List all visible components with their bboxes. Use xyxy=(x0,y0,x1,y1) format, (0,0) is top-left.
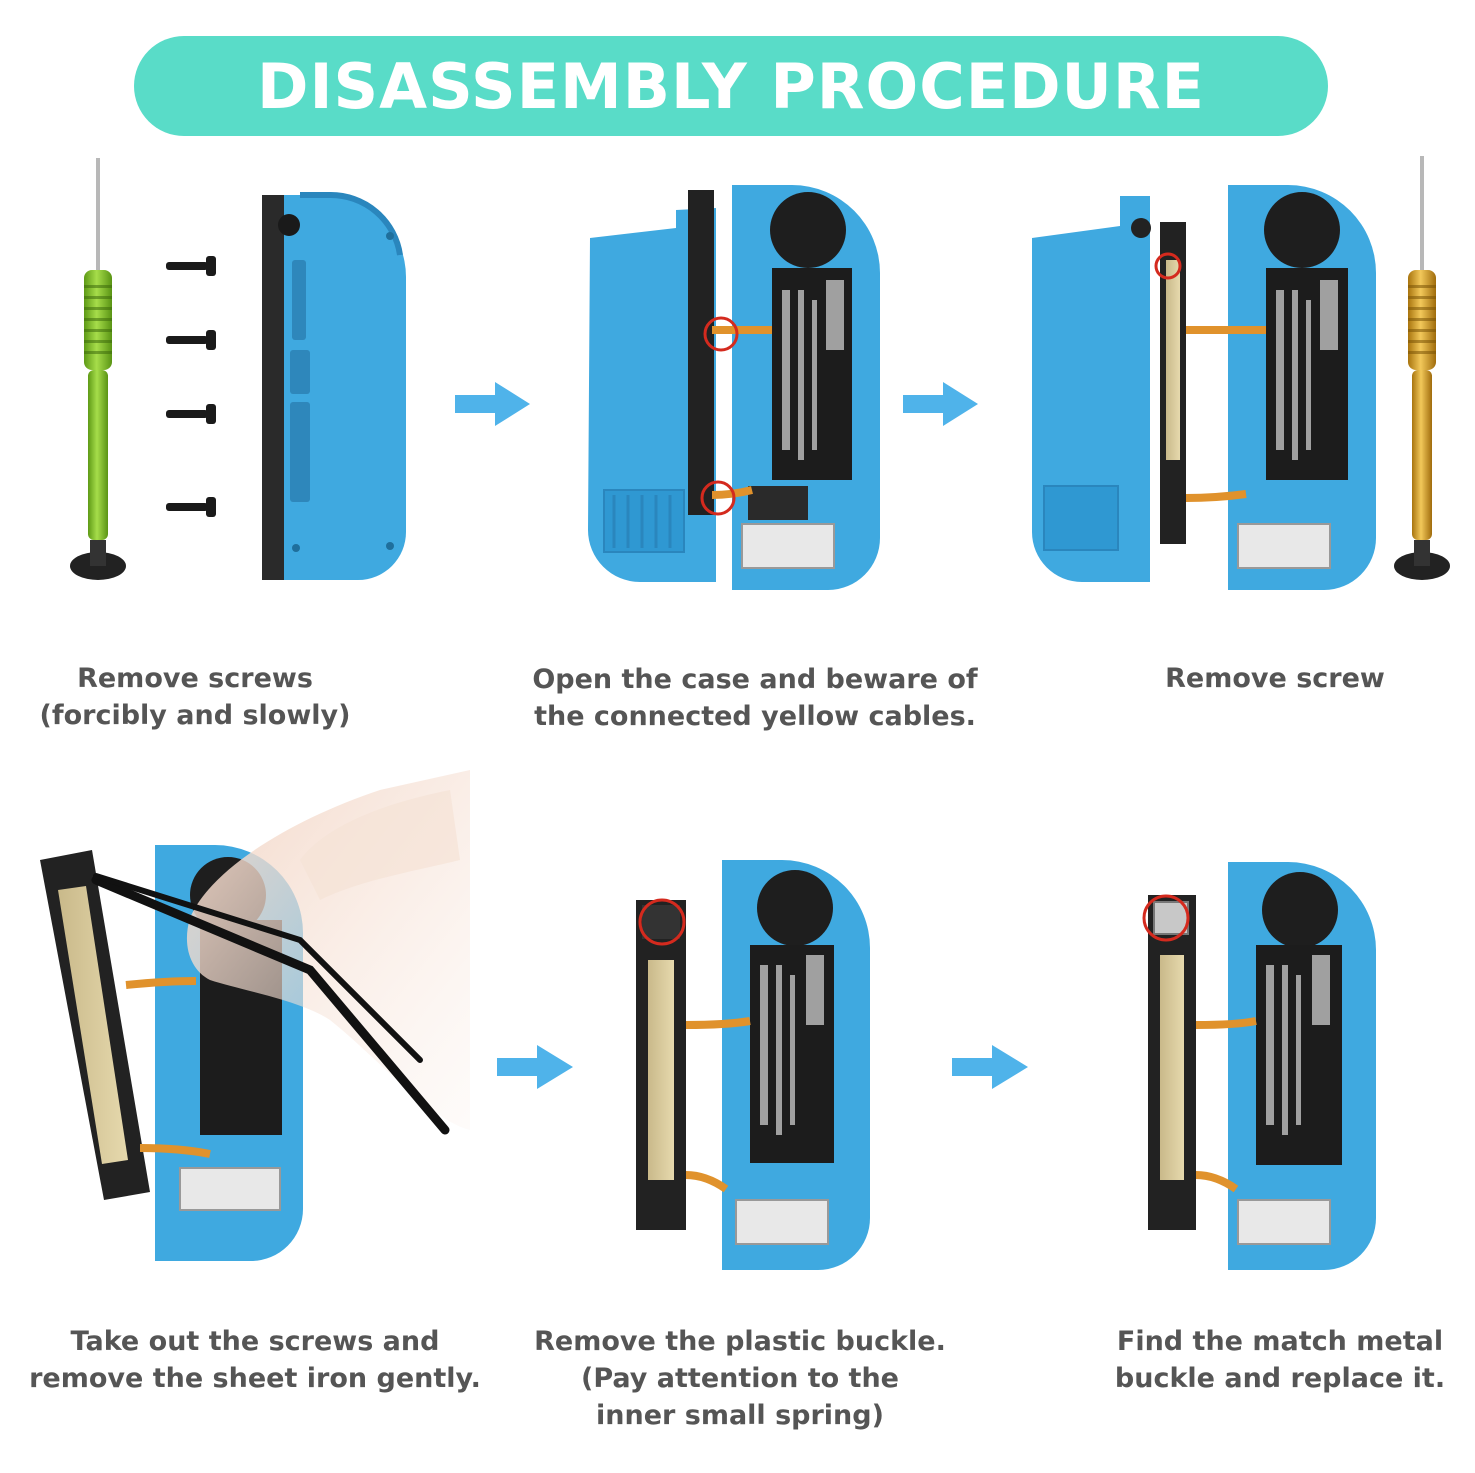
caption-line: Remove the plastic buckle. xyxy=(534,1326,946,1357)
step6-illustration xyxy=(1142,862,1376,1270)
screwdriver-green-icon xyxy=(70,158,126,580)
step5-caption: Remove the plastic buckle. (Pay attentio… xyxy=(520,1323,960,1434)
step2-illustration xyxy=(588,185,880,590)
caption-line: buckle and replace it. xyxy=(1114,1363,1446,1394)
step1-caption: Remove screws (forcibly and slowly) xyxy=(20,660,370,734)
caption-line: Find the match metal xyxy=(1116,1326,1444,1357)
step2-caption: Open the case and beware of the connecte… xyxy=(520,661,990,735)
screw-icon xyxy=(166,256,216,517)
tweezers-icon xyxy=(91,873,450,1135)
joycon-back-icon xyxy=(262,191,406,580)
step6-caption: Find the match metal buckle and replace … xyxy=(1100,1323,1460,1397)
step4-caption: Take out the screws and remove the sheet… xyxy=(20,1323,490,1397)
step1-illustration xyxy=(70,158,406,580)
screwdriver-gold-icon xyxy=(1394,156,1450,580)
banner-title: DISASSEMBLY PROCEDURE xyxy=(257,49,1205,123)
arrow-right-icon xyxy=(497,1045,1028,1089)
caption-line: Remove screws xyxy=(77,663,313,694)
caption-line: Open the case and beware of xyxy=(532,664,978,695)
step3-caption: Remove screw xyxy=(1120,660,1430,697)
caption-line: (forcibly and slowly) xyxy=(39,700,351,731)
caption-line: (Pay attention to the xyxy=(581,1363,899,1394)
caption-line: remove the sheet iron gently. xyxy=(29,1363,481,1394)
caption-line: Remove screw xyxy=(1165,663,1385,694)
title-banner: DISASSEMBLY PROCEDURE xyxy=(134,36,1328,136)
caption-line: the connected yellow cables. xyxy=(534,701,976,732)
caption-line: inner small spring) xyxy=(596,1400,884,1431)
caption-line: Take out the screws and xyxy=(70,1326,440,1357)
step4-illustration xyxy=(40,770,470,1261)
arrow-right-icon xyxy=(455,382,978,426)
step3-illustration xyxy=(1032,156,1450,590)
step5-illustration xyxy=(636,860,870,1270)
